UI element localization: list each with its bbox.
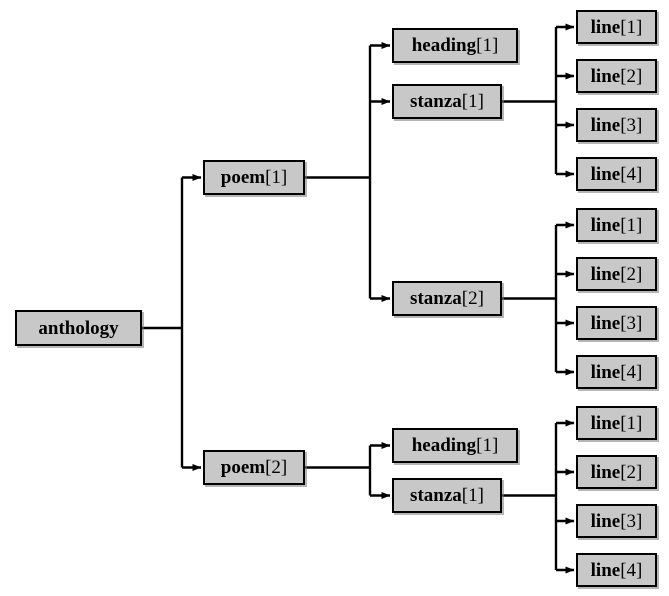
node-label-s3line3: line[3] [591, 512, 643, 531]
node-p2stanza1[interactable]: stanza[1] [392, 478, 502, 513]
node-index-text: [1] [620, 214, 643, 236]
node-label-anthology: anthology [38, 319, 118, 338]
node-index-text: [1] [476, 35, 499, 56]
node-anthology[interactable]: anthology [15, 310, 142, 346]
node-index-text: [3] [620, 312, 643, 334]
node-name-text: line [590, 263, 621, 285]
node-index-text: [1] [461, 91, 484, 112]
node-name-text: line [590, 214, 621, 236]
node-name-text: stanza [410, 91, 462, 112]
node-name-text: heading [411, 435, 477, 456]
node-p1stanza1[interactable]: stanza[1] [392, 84, 502, 119]
node-s2line2[interactable]: line[2] [576, 257, 657, 291]
node-s2line3[interactable]: line[3] [576, 306, 657, 340]
node-name-text: stanza [410, 485, 462, 506]
node-s2line4[interactable]: line[4] [576, 355, 657, 389]
node-index-text: [2] [620, 461, 643, 483]
node-s1line2[interactable]: line[2] [576, 59, 657, 93]
node-s1line3[interactable]: line[3] [576, 108, 657, 142]
node-s3line3[interactable]: line[3] [576, 504, 657, 538]
node-poem2[interactable]: poem[2] [203, 450, 305, 485]
node-label-s1line2: line[2] [591, 67, 643, 86]
node-index-text: [4] [620, 361, 643, 383]
node-name-text: line [590, 412, 621, 434]
node-label-s2line3: line[3] [591, 314, 643, 333]
node-index-text: [3] [620, 510, 643, 532]
node-label-s1line4: line[4] [591, 165, 643, 184]
node-s1line4[interactable]: line[4] [576, 157, 657, 191]
node-label-s3line4: line[4] [591, 561, 643, 580]
node-label-s3line2: line[2] [591, 463, 643, 482]
node-label-s2line1: line[1] [591, 216, 643, 235]
node-name-text: poem [220, 457, 266, 478]
node-index-text: [1] [620, 412, 643, 434]
node-label-p1stanza2: stanza[2] [410, 289, 484, 308]
node-name-text: line [590, 559, 621, 581]
node-name-text: stanza [410, 288, 462, 309]
node-name-text: line [590, 16, 621, 38]
node-label-p2heading1: heading[1] [412, 436, 499, 455]
node-label-p1stanza1: stanza[1] [410, 92, 484, 111]
node-p2heading1[interactable]: heading[1] [392, 428, 518, 463]
edge-paths [142, 23, 575, 574]
node-p1heading1[interactable]: heading[1] [392, 28, 518, 63]
node-index-text: [1] [265, 167, 288, 188]
node-s3line4[interactable]: line[4] [576, 553, 657, 587]
node-name-text: line [590, 461, 621, 483]
node-label-s2line4: line[4] [591, 363, 643, 382]
node-index-text: [2] [620, 263, 643, 285]
node-label-poem2: poem[2] [221, 458, 287, 477]
node-label-poem1: poem[1] [221, 168, 287, 187]
node-label-s1line3: line[3] [591, 116, 643, 135]
node-name-text: line [590, 163, 621, 185]
node-index-text: [1] [461, 485, 484, 506]
node-p1stanza2[interactable]: stanza[2] [392, 281, 502, 316]
node-name-text: poem [220, 167, 266, 188]
node-index-text: [2] [620, 65, 643, 87]
node-index-text: [4] [620, 163, 643, 185]
node-index-text: [3] [620, 114, 643, 136]
node-name-text: line [590, 361, 621, 383]
node-s3line2[interactable]: line[2] [576, 455, 657, 489]
node-index-text: [2] [461, 288, 484, 309]
node-name-text: line [590, 65, 621, 87]
node-name-text: line [590, 312, 621, 334]
node-name-text: anthology [38, 317, 119, 339]
node-label-s2line2: line[2] [591, 265, 643, 284]
node-index-text: [1] [620, 16, 643, 38]
node-label-p1heading1: heading[1] [412, 36, 499, 55]
node-index-text: [4] [620, 559, 643, 581]
node-s2line1[interactable]: line[1] [576, 208, 657, 242]
node-label-s3line1: line[1] [591, 414, 643, 433]
node-name-text: line [590, 114, 621, 136]
node-name-text: line [590, 510, 621, 532]
node-poem1[interactable]: poem[1] [203, 160, 305, 195]
node-label-p2stanza1: stanza[1] [410, 486, 484, 505]
node-s1line1[interactable]: line[1] [576, 10, 657, 44]
node-s3line1[interactable]: line[1] [576, 406, 657, 440]
node-label-s1line1: line[1] [591, 18, 643, 37]
node-index-text: [1] [476, 435, 499, 456]
node-index-text: [2] [265, 457, 288, 478]
node-name-text: heading [411, 35, 477, 56]
